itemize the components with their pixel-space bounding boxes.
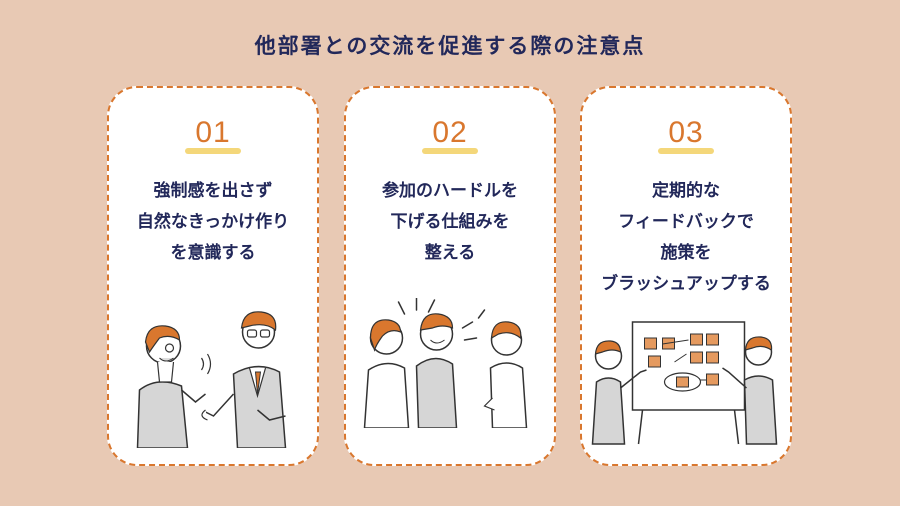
card-text-line: ブラッシュアップする [601, 274, 771, 294]
card-text-line: 下げる仕組みを [390, 212, 510, 232]
card-text-line: フィードバックで [618, 212, 754, 232]
card-text-line: を意識する [170, 243, 256, 263]
two-people-whiteboard-illustration [591, 321, 778, 445]
card-number: 02 [432, 116, 468, 149]
card-text-line: 参加のハードルを [382, 181, 518, 201]
card-text-line: 施策を [660, 243, 712, 263]
card-text-line: 強制感を出さず [153, 181, 273, 201]
number-underline [658, 148, 714, 154]
card-text: 参加のハードルを 下げる仕組みを 整える [346, 176, 554, 269]
two-people-greeting-illustration [136, 311, 287, 448]
tip-card-1: 01 強制感を出さず 自然なきっかけ作り を意識する [107, 86, 319, 466]
card-text: 定期的な フィードバックで 施策を ブラッシュアップする [582, 176, 790, 300]
tip-card-3: 03 定期的な フィードバックで 施策を ブラッシュアップする [580, 86, 792, 466]
card-text-line: 自然なきっかけ作り [136, 212, 290, 232]
tip-card-2: 02 参加のハードルを 下げる仕組みを 整える [344, 86, 556, 466]
card-text: 強制感を出さず 自然なきっかけ作り を意識する [109, 176, 317, 269]
page-title: 他部署との交流を促進する際の注意点 [254, 34, 646, 58]
card-number: 01 [195, 116, 231, 149]
number-underline [185, 148, 241, 154]
number-underline [422, 148, 478, 154]
card-text-line: 整える [424, 243, 476, 263]
three-people-chatting-illustration [363, 298, 528, 428]
card-text-line: 定期的な [652, 181, 720, 201]
card-number: 03 [668, 116, 704, 149]
